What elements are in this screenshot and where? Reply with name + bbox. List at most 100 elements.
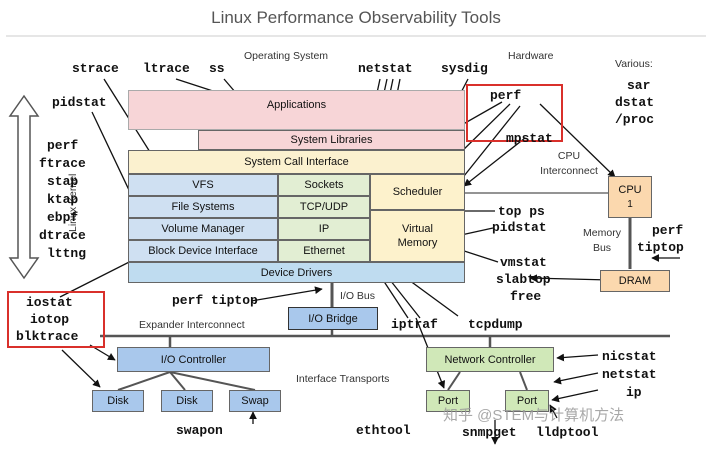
io-controller-label: I/O Controller bbox=[160, 353, 227, 366]
tool-vmstat: vmstat bbox=[500, 255, 547, 270]
tool-sar: sar bbox=[627, 78, 651, 93]
tool-netstat: netstat bbox=[358, 61, 413, 76]
disk-label-1: Disk bbox=[107, 395, 129, 407]
tool-sysdig: sysdig bbox=[441, 61, 488, 76]
file-systems-box: File Systems bbox=[128, 196, 278, 218]
tool-free: free bbox=[510, 289, 542, 304]
port-label-1: Port bbox=[437, 395, 459, 407]
expander-interconnect-label: Expander Interconnect bbox=[139, 319, 245, 331]
operating-system-label: Operating System bbox=[244, 50, 329, 62]
io-bus-label: I/O Bus bbox=[340, 290, 376, 302]
network-controller-label: Network Controller bbox=[444, 353, 536, 366]
sockets-box: Sockets bbox=[278, 174, 370, 196]
disk-box-2: Disk bbox=[161, 390, 213, 412]
dram-label: DRAM bbox=[618, 275, 652, 287]
device-drivers-layer: Device Drivers bbox=[128, 262, 465, 283]
block-device-interface-label: Block Device Interface bbox=[148, 245, 258, 257]
vfs-box: VFS bbox=[128, 174, 278, 196]
tool-ip: ip bbox=[626, 385, 642, 400]
tool-ethtool: ethtool bbox=[356, 423, 411, 438]
tool-netstat-nic: netstat bbox=[602, 367, 657, 382]
tool-blktrace: blktrace bbox=[16, 329, 79, 344]
hardware-label: Hardware bbox=[508, 50, 554, 62]
tool-ktap: ktap bbox=[47, 192, 79, 207]
tool-perf-left: perf bbox=[47, 138, 79, 153]
block-device-interface-box: Block Device Interface bbox=[128, 240, 278, 262]
sockets-label: Sockets bbox=[304, 179, 344, 191]
network-controller-box: Network Controller bbox=[426, 347, 554, 372]
tool-tiptop-right: tiptop bbox=[637, 240, 684, 255]
vfs-label: VFS bbox=[192, 179, 214, 191]
iostat-highlight-box bbox=[7, 291, 105, 348]
port-box-1: Port bbox=[426, 390, 470, 412]
disk-box-1: Disk bbox=[92, 390, 144, 412]
tcp-udp-label: TCP/UDP bbox=[299, 201, 349, 213]
ip-label: IP bbox=[318, 223, 330, 235]
tool-perf-tiptop-bus: perf tiptop bbox=[172, 293, 258, 308]
tool-iostat: iostat bbox=[26, 295, 73, 310]
page-title: Linux Performance Observability Tools bbox=[211, 8, 501, 27]
tool-top-ps: top ps bbox=[498, 204, 545, 219]
volume-manager-label: Volume Manager bbox=[161, 223, 245, 235]
tool-ebpf: ebpf bbox=[47, 210, 79, 225]
volume-manager-box: Volume Manager bbox=[128, 218, 278, 240]
file-systems-label: File Systems bbox=[171, 201, 235, 213]
tool-iptraf: iptraf bbox=[391, 317, 438, 332]
tool-swapon: swapon bbox=[176, 423, 223, 438]
watermark: 知乎 @STEM与计算机方法 bbox=[443, 407, 625, 424]
system-libraries-layer: System Libraries bbox=[198, 130, 465, 150]
scheduler-label: Scheduler bbox=[392, 186, 443, 198]
system-libraries-label: System Libraries bbox=[290, 134, 373, 146]
tcp-udp-box: TCP/UDP bbox=[278, 196, 370, 218]
tool-tcpdump: tcpdump bbox=[468, 317, 523, 332]
tool-ltrace: ltrace bbox=[143, 61, 190, 76]
tool-lldptool: lldptool bbox=[536, 425, 599, 440]
tool-slabtop: slabtop bbox=[496, 272, 551, 287]
virtual-memory-box: Virtual Memory bbox=[370, 210, 465, 262]
applications-label: Applications bbox=[266, 99, 327, 111]
tool-nicstat: nicstat bbox=[602, 349, 657, 364]
tool-strace: strace bbox=[72, 61, 119, 76]
tool-stap: stap bbox=[47, 174, 79, 189]
swap-box: Swap bbox=[229, 390, 281, 412]
tool-iotop: iotop bbox=[30, 312, 70, 327]
tool-proc: /proc bbox=[615, 112, 655, 127]
tool-dstat: dstat bbox=[615, 95, 655, 110]
tool-lttng: lttng bbox=[47, 246, 87, 261]
tool-perf-right: perf bbox=[652, 223, 684, 238]
tool-perf-red: perf bbox=[490, 88, 522, 103]
disk-label-2: Disk bbox=[176, 395, 198, 407]
cpu-box: CPU 1 bbox=[608, 176, 652, 218]
double-arrow-icon bbox=[8, 94, 40, 280]
io-bridge-label: I/O Bridge bbox=[308, 312, 358, 325]
tool-ftrace: ftrace bbox=[39, 156, 86, 171]
port-label-2: Port bbox=[516, 395, 538, 407]
tool-pidstat-mid: pidstat bbox=[492, 220, 547, 235]
cpu-label: CPU bbox=[618, 184, 642, 196]
memory-bus-label: Memory Bus bbox=[583, 227, 621, 254]
tool-dtrace: dtrace bbox=[39, 228, 86, 243]
tool-snmpget: snmpget bbox=[462, 425, 517, 440]
cpu-interconnect-label: CPU Interconnect bbox=[540, 150, 598, 177]
tool-mpstat: mpstat bbox=[506, 131, 553, 146]
tool-pidstat-top: pidstat bbox=[52, 95, 107, 110]
swap-label: Swap bbox=[241, 395, 269, 407]
port-box-2: Port bbox=[505, 390, 549, 412]
ethernet-label: Ethernet bbox=[303, 245, 345, 257]
dram-box: DRAM bbox=[600, 270, 670, 292]
virtual-memory-label: Virtual Memory bbox=[397, 222, 438, 249]
scheduler-box: Scheduler bbox=[370, 174, 465, 210]
tool-ss: ss bbox=[209, 61, 225, 76]
perf-highlight-box bbox=[466, 84, 563, 142]
device-drivers-label: Device Drivers bbox=[260, 266, 333, 279]
various-label: Various: bbox=[615, 58, 653, 70]
interface-transports-label: Interface Transports bbox=[296, 373, 390, 385]
ethernet-box: Ethernet bbox=[278, 240, 370, 262]
io-bridge-box: I/O Bridge bbox=[288, 307, 378, 330]
system-call-interface-label: System Call Interface bbox=[244, 156, 349, 168]
applications-layer: Applications bbox=[128, 90, 465, 130]
ip-box: IP bbox=[278, 218, 370, 240]
cpu-number-label: 1 bbox=[627, 199, 633, 210]
